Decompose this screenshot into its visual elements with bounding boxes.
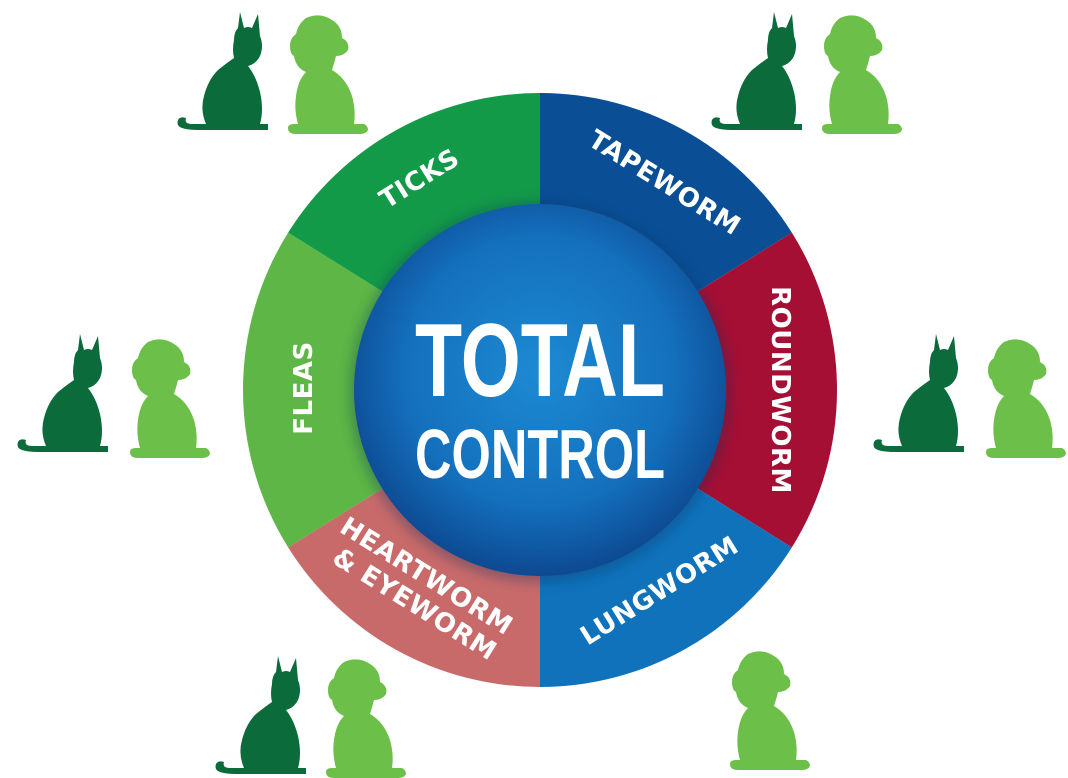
ring-segment-ticks xyxy=(288,93,540,306)
center-title-line1: TOTAL xyxy=(415,303,665,419)
cat-silhouette-icon xyxy=(711,12,802,130)
pet-group-top-left xyxy=(177,12,368,134)
center-title-line2: CONTROL xyxy=(415,415,665,493)
pet-group-bottom-right xyxy=(730,651,810,770)
ring-segment-lungworm xyxy=(540,474,792,687)
cat-silhouette-icon xyxy=(177,12,268,130)
cat-silhouette-icon xyxy=(873,334,964,452)
ring-segment-fleas xyxy=(242,232,405,548)
segment-label-fleas: FLEAS xyxy=(289,341,319,434)
pet-group-bottom-left xyxy=(215,656,406,778)
center-disc xyxy=(354,204,726,576)
dog-silhouette-icon xyxy=(130,339,210,458)
ring-segment-roundworm xyxy=(675,232,837,548)
segment-label-roundworm: ROUNDWORM xyxy=(765,286,795,494)
dog-silhouette-icon xyxy=(288,15,368,134)
cat-silhouette-icon xyxy=(17,334,108,452)
dog-silhouette-icon xyxy=(730,651,810,770)
cat-silhouette-icon xyxy=(215,656,306,774)
ring-segment-tapeworm xyxy=(540,93,792,306)
pet-group-top-right xyxy=(711,12,902,134)
pet-group-middle-right xyxy=(873,334,1066,458)
ring-segment-heartworm xyxy=(288,474,540,687)
parasite-ring xyxy=(242,93,837,687)
dog-silhouette-icon xyxy=(822,15,902,134)
dog-silhouette-icon xyxy=(326,659,406,778)
dog-silhouette-icon xyxy=(986,339,1066,458)
pet-group-middle-left xyxy=(17,334,210,458)
